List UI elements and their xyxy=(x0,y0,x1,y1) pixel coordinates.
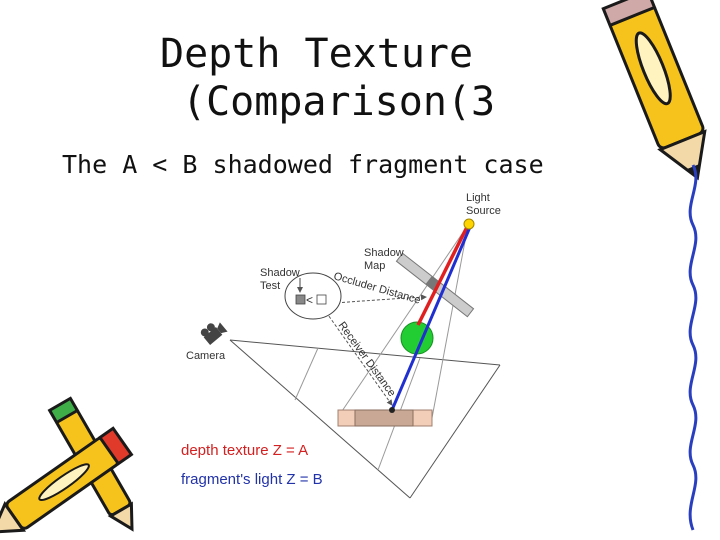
light-ray-b xyxy=(390,226,472,411)
shadow-test-label-line2: Test xyxy=(260,280,280,292)
compare-symbol: < xyxy=(306,293,313,307)
shadow-diagram: Occluder Distance Receiver Distance < Li… xyxy=(181,192,501,499)
slide-subtitle: The A < B shadowed fragment case xyxy=(62,150,544,179)
occluder-distance-label: Occluder Distance xyxy=(332,270,422,306)
shadow-test-label-line1: Shadow xyxy=(260,267,300,279)
slide-title-line2: (Comparison(3 xyxy=(182,79,496,125)
camera-label: Camera xyxy=(186,350,226,362)
slide-title-line1: Depth Texture xyxy=(160,31,474,77)
camera-icon xyxy=(200,322,228,345)
legend-depth-texture: depth texture Z = A xyxy=(181,442,308,459)
light-source-icon xyxy=(463,218,475,230)
receiver-distance-label: Receiver Distance xyxy=(336,320,398,399)
slide-title: Depth Texture (Comparison(3 xyxy=(160,30,520,126)
shadow-map-label-line2: Map xyxy=(364,260,385,272)
pencil-clipart-top-right xyxy=(601,0,707,181)
wavy-border-line xyxy=(688,164,698,531)
light-source-label-line1: Light xyxy=(466,192,490,204)
legend-fragment-light: fragment's light Z = B xyxy=(181,471,323,488)
shadow-map-label-line1: Shadow xyxy=(364,247,404,259)
shadow-test-bubble xyxy=(284,272,342,320)
pencils-clipart-bottom-left xyxy=(0,396,134,534)
light-ray-a xyxy=(416,224,470,326)
light-source-label-line2: Source xyxy=(466,205,501,217)
